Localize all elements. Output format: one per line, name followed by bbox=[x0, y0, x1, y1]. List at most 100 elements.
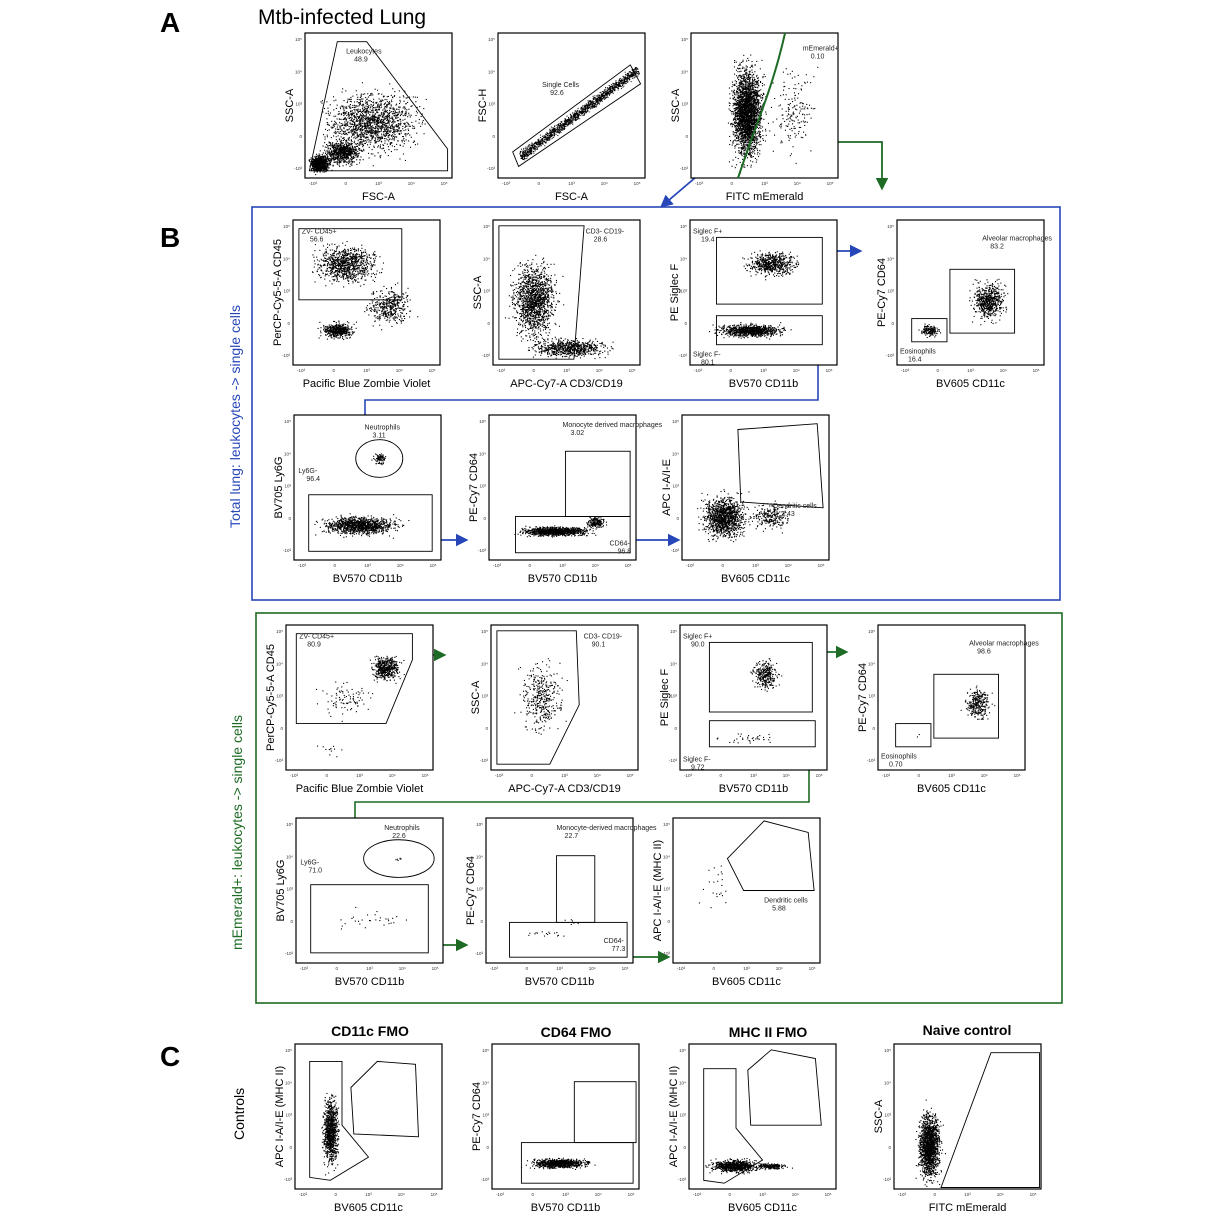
event bbox=[366, 125, 368, 127]
event bbox=[319, 167, 321, 169]
event bbox=[587, 106, 589, 108]
event bbox=[353, 124, 355, 126]
event bbox=[610, 90, 612, 92]
event bbox=[407, 116, 409, 118]
event bbox=[542, 142, 544, 144]
event bbox=[610, 92, 612, 94]
gate-1 bbox=[512, 64, 642, 168]
event bbox=[364, 111, 366, 113]
event bbox=[635, 73, 637, 75]
event bbox=[398, 120, 400, 122]
event bbox=[416, 132, 418, 134]
event bbox=[565, 123, 567, 124]
event bbox=[351, 118, 353, 120]
event bbox=[564, 126, 566, 127]
event bbox=[619, 83, 621, 85]
event bbox=[557, 125, 559, 126]
event bbox=[617, 87, 619, 89]
event bbox=[355, 151, 357, 153]
event bbox=[362, 140, 364, 142]
event bbox=[636, 68, 638, 69]
event bbox=[347, 145, 349, 147]
event bbox=[395, 116, 397, 118]
event bbox=[391, 121, 393, 123]
event bbox=[340, 114, 342, 116]
event bbox=[364, 130, 366, 132]
event bbox=[616, 85, 618, 87]
event bbox=[360, 141, 362, 143]
event bbox=[381, 137, 383, 139]
event bbox=[398, 128, 400, 130]
event bbox=[329, 164, 331, 166]
event bbox=[570, 114, 572, 116]
event bbox=[524, 150, 526, 152]
event bbox=[534, 148, 536, 149]
event bbox=[356, 149, 358, 151]
event bbox=[346, 155, 348, 157]
event bbox=[618, 85, 620, 87]
event bbox=[384, 103, 386, 105]
event bbox=[372, 136, 374, 138]
event bbox=[374, 116, 376, 118]
event bbox=[561, 130, 563, 131]
event bbox=[325, 161, 327, 163]
event bbox=[357, 96, 359, 98]
event bbox=[354, 116, 356, 118]
event bbox=[624, 80, 626, 82]
event bbox=[340, 154, 342, 156]
event bbox=[330, 153, 332, 155]
event bbox=[367, 96, 369, 98]
event bbox=[364, 93, 366, 95]
event bbox=[534, 146, 536, 148]
event bbox=[582, 114, 584, 116]
event bbox=[339, 113, 341, 115]
event bbox=[378, 120, 380, 122]
event bbox=[612, 90, 614, 92]
event bbox=[346, 162, 348, 164]
event bbox=[373, 145, 375, 147]
event bbox=[637, 68, 639, 70]
event bbox=[359, 122, 361, 124]
event bbox=[626, 79, 628, 81]
event bbox=[611, 90, 613, 91]
event bbox=[344, 156, 346, 158]
event bbox=[371, 135, 373, 137]
event bbox=[572, 116, 574, 118]
event bbox=[347, 146, 349, 148]
event bbox=[319, 150, 321, 152]
event bbox=[312, 167, 314, 169]
event bbox=[344, 152, 346, 154]
event bbox=[358, 122, 360, 124]
event bbox=[359, 110, 361, 112]
event bbox=[347, 114, 349, 116]
event bbox=[403, 123, 405, 125]
event bbox=[605, 94, 607, 96]
event bbox=[577, 115, 578, 117]
event bbox=[525, 155, 527, 157]
event bbox=[381, 121, 383, 123]
event bbox=[585, 112, 587, 114]
event bbox=[346, 115, 348, 117]
event bbox=[377, 126, 379, 128]
event bbox=[350, 111, 352, 113]
event bbox=[570, 116, 572, 118]
event bbox=[388, 136, 390, 138]
event bbox=[574, 113, 576, 115]
event bbox=[385, 109, 387, 111]
event bbox=[325, 167, 327, 169]
event bbox=[388, 149, 390, 151]
event bbox=[342, 154, 344, 156]
total-lung-section bbox=[251, 206, 1061, 601]
event bbox=[389, 83, 391, 85]
event bbox=[353, 115, 355, 117]
event bbox=[548, 137, 550, 139]
event bbox=[592, 95, 594, 97]
event bbox=[379, 147, 381, 149]
event bbox=[366, 122, 368, 124]
event bbox=[347, 117, 349, 119]
event bbox=[329, 158, 331, 160]
event bbox=[418, 122, 420, 124]
event bbox=[335, 131, 337, 133]
event bbox=[351, 145, 353, 147]
event bbox=[313, 168, 315, 170]
